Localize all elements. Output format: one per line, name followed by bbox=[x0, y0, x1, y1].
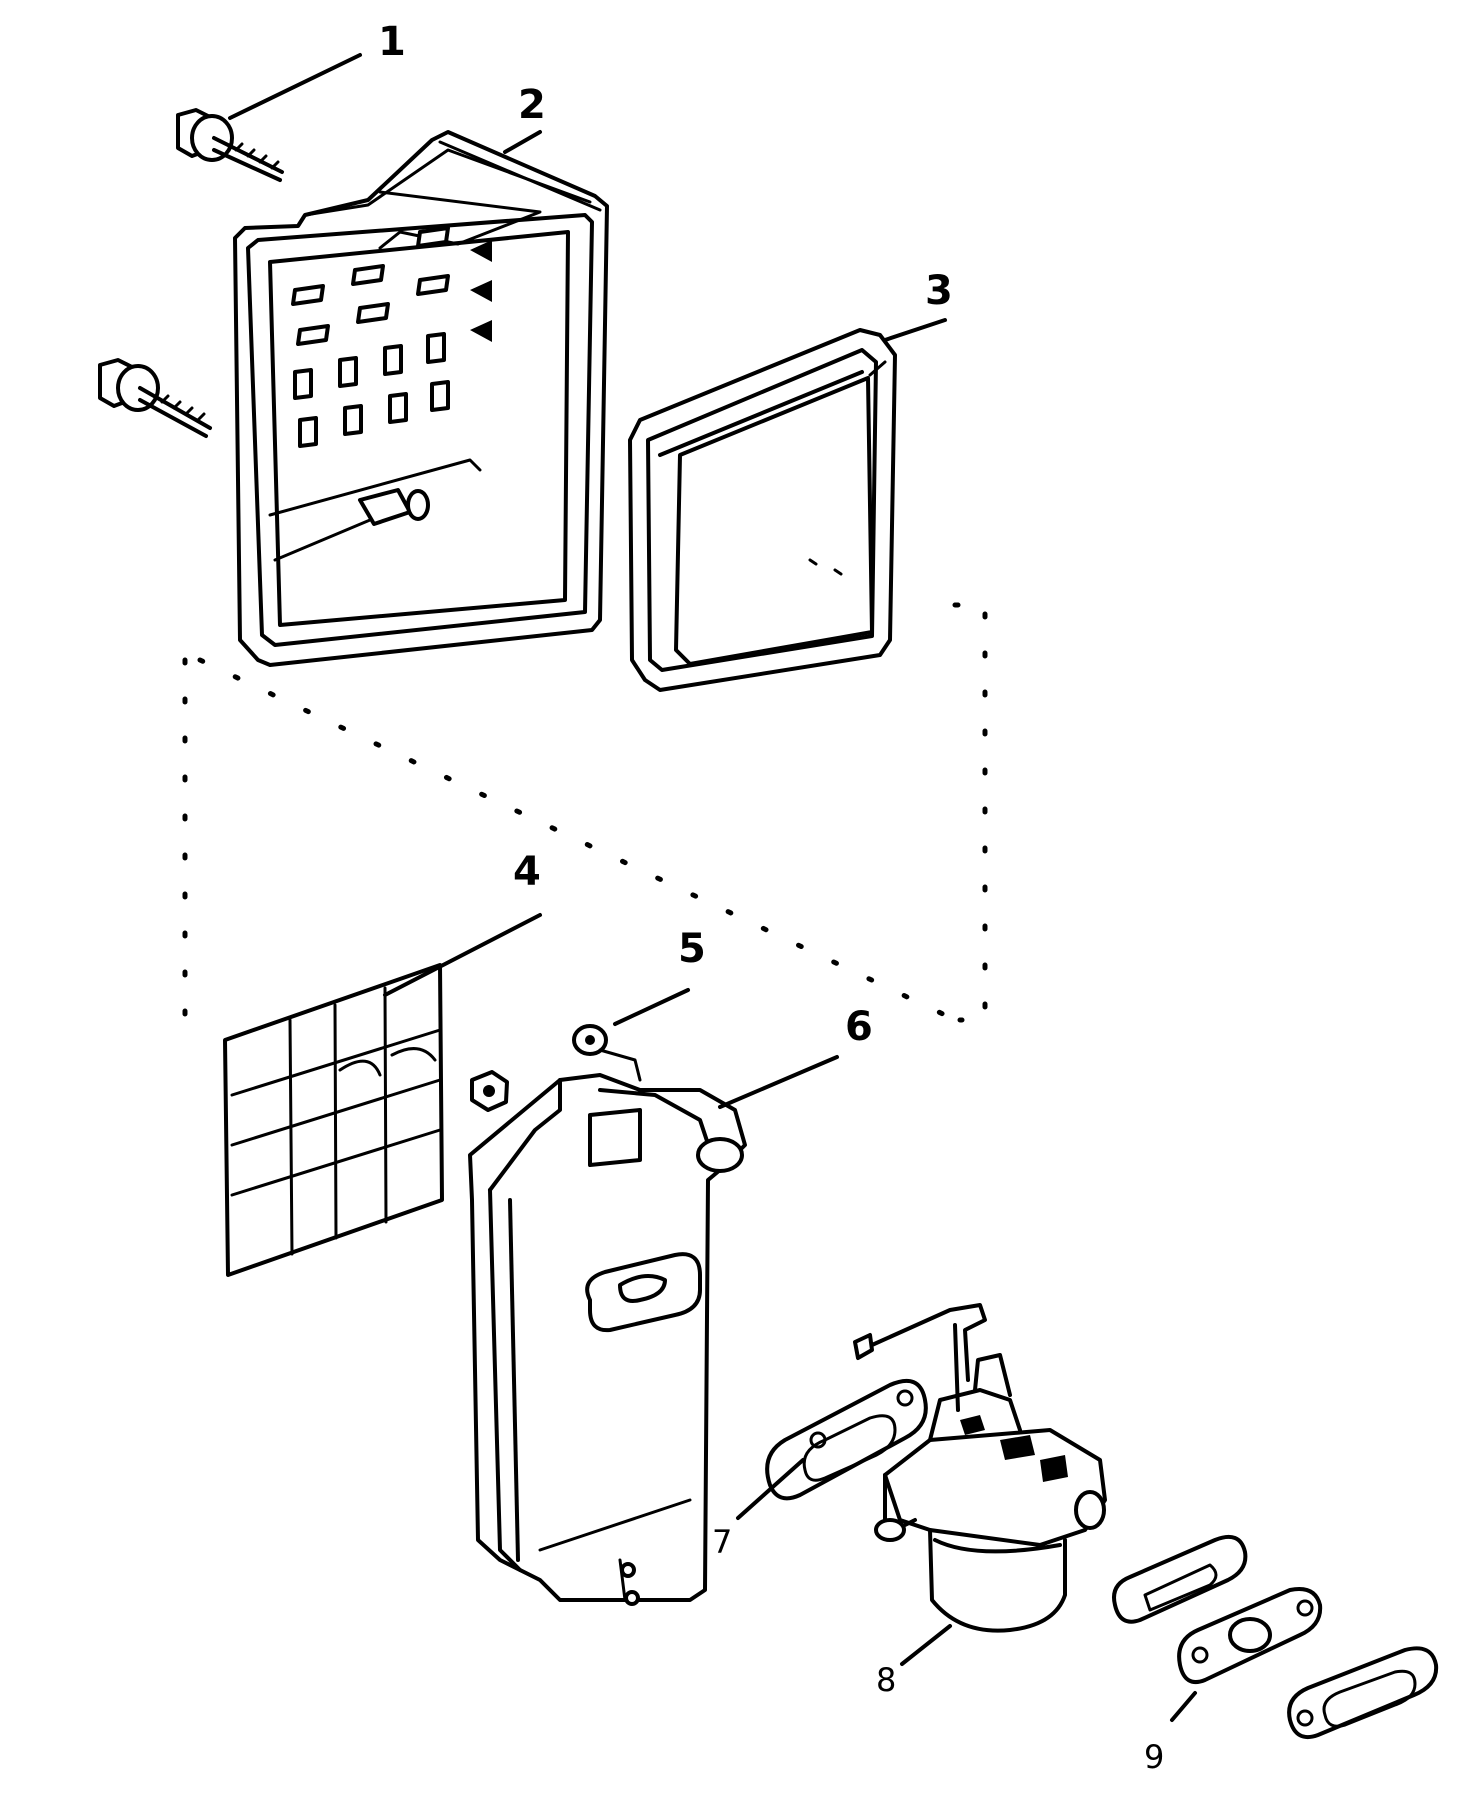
gasket-7 bbox=[765, 1379, 928, 1501]
air-cleaner-base bbox=[468, 1073, 747, 1606]
filter-element bbox=[628, 328, 897, 692]
leader-9 bbox=[1170, 1691, 1197, 1722]
nut-loose bbox=[470, 1070, 509, 1112]
screw-top bbox=[176, 108, 284, 182]
leader-8 bbox=[900, 1624, 952, 1666]
nut-5 bbox=[572, 1024, 642, 1082]
leader-2 bbox=[503, 130, 542, 154]
callout-1: 1 bbox=[378, 19, 406, 65]
air-cleaner-cover bbox=[233, 130, 609, 667]
callout-4: 4 bbox=[513, 849, 541, 895]
leader-3 bbox=[883, 318, 947, 342]
pre-filter-screen bbox=[223, 963, 444, 1277]
leader-4 bbox=[383, 913, 542, 997]
screw-lower bbox=[98, 358, 212, 438]
alignment-lines bbox=[182, 602, 988, 1043]
cover-vent-slots bbox=[291, 226, 450, 448]
callout-3: 3 bbox=[925, 268, 953, 314]
leader-7 bbox=[736, 1458, 805, 1520]
leader-lines bbox=[228, 53, 1197, 1722]
callout-6: 6 bbox=[845, 1004, 873, 1050]
callout-8: 8 bbox=[876, 1661, 896, 1699]
callout-5: 5 bbox=[678, 926, 706, 972]
carburetor bbox=[853, 1303, 1107, 1633]
callout-9: 9 bbox=[1144, 1738, 1164, 1776]
callout-2: 2 bbox=[518, 82, 546, 128]
leader-1 bbox=[228, 53, 362, 120]
leader-5 bbox=[613, 988, 690, 1026]
gasket-set-9 bbox=[1112, 1535, 1439, 1740]
callouts: 1 2 3 4 5 6 7 8 9 bbox=[378, 19, 1164, 1776]
leader-6 bbox=[718, 1055, 839, 1109]
callout-7: 7 bbox=[712, 1523, 732, 1561]
